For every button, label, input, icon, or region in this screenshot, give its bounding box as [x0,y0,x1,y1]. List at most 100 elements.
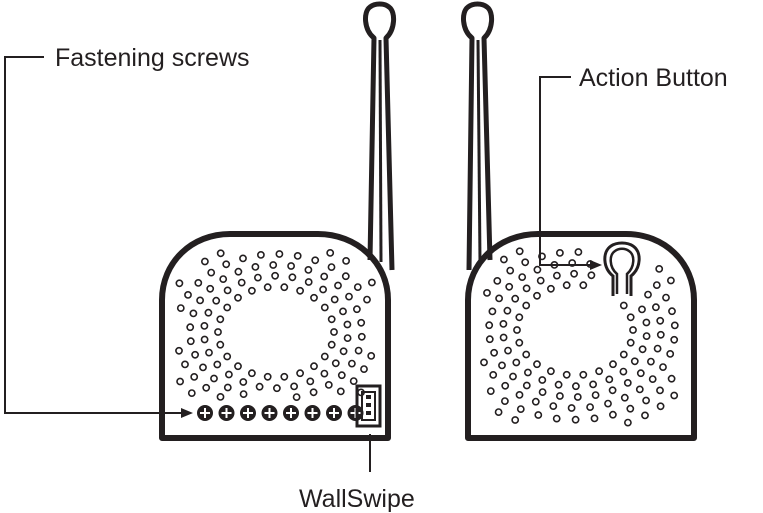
vent-hole [619,367,628,376]
vent-hole [547,367,555,376]
vent-hole [239,378,248,386]
vent-hole [538,376,547,384]
vent-hole [653,344,662,353]
vent-hole [531,397,540,406]
vent-hole [595,367,603,376]
vent-hole [642,332,651,340]
vent-hole [554,380,563,389]
vent-hole [547,284,555,293]
vent-hole [191,350,199,359]
vent-hole [194,278,203,287]
vent-hole [591,391,600,399]
fastening-screws-label: Fastening screws [55,44,250,72]
vent-hole [515,247,524,256]
vent-hole [534,411,543,419]
vent-hole [656,402,665,411]
vent-hole [296,286,304,295]
vent-hole [568,259,577,267]
vent-hole [219,275,228,283]
vent-hole [490,348,498,357]
vent-hole [330,328,338,336]
vent-hole [536,276,545,285]
vent-hole [287,262,295,270]
vent-hole [234,267,243,276]
vent-hole [642,318,651,327]
vent-hole [349,377,358,385]
vent-hole [327,263,336,271]
vent-hole [513,326,521,334]
vent-hole [579,370,588,379]
vent-hole [310,362,318,371]
antenna-inner-line [378,39,383,263]
vent-hole [275,250,284,258]
vent-hole [608,386,617,395]
vent-hole [345,292,353,301]
vent-hole [207,268,216,277]
vent-hole [522,301,531,310]
vent-hole [656,330,665,339]
vent-hole [486,387,495,395]
vent-hole [199,363,207,372]
screw-icon [261,405,278,421]
vent-hole [626,338,635,347]
vent-hole [288,273,297,282]
vent-hole [609,410,617,419]
vent-hole [269,261,278,269]
vent-hole [667,276,675,285]
vent-hole [644,290,652,299]
vent-hole [656,386,664,395]
vent-hole [567,404,576,412]
vent-hole [280,283,289,292]
vent-hole [304,278,313,286]
screw-icon [197,405,213,421]
vent-hole [327,340,336,349]
vent-hole [662,293,670,302]
vent-hole [304,265,313,274]
vent-hole [214,328,222,336]
screw-icon [240,405,256,421]
screw-icon [326,405,342,421]
vent-hole [570,269,578,278]
vent-hole [341,272,350,281]
vent-hole [505,282,514,291]
vent-hole [334,281,342,290]
vent-hole [327,315,336,324]
vent-hole [256,250,265,259]
vent-hole [175,346,183,355]
vent-hole [504,346,512,355]
vent-hole [626,404,635,413]
vent-hole [239,390,248,398]
screw-icon [283,405,299,421]
vent-hole [587,271,596,280]
vent-hole [360,365,368,373]
vent-hole [556,248,564,257]
vent-hole [511,294,520,303]
vent-hole [556,392,564,400]
vent-hole [574,248,583,256]
front-hole-pattern [175,248,376,401]
vent-hole [521,258,530,267]
vent-hole [326,248,335,257]
vent-hole [485,335,494,344]
wallswipe-label: WallSwipe [299,485,415,513]
vent-hole [324,380,333,389]
vent-hole [216,340,225,349]
vent-hole [271,271,279,280]
vent-hole [347,359,356,368]
vent-hole [652,303,660,312]
vent-hole [641,411,649,420]
back-device-body [465,231,697,441]
vent-hole [202,383,211,392]
vent-hole [343,320,352,329]
antenna-inner-line [476,39,482,263]
vent-hole [292,393,301,401]
vent-hole [670,391,679,400]
vent-hole [224,370,233,379]
vent-hole [489,370,498,379]
vent-hole [247,286,256,295]
vent-hole [237,278,246,287]
vent-hole [586,403,594,411]
vent-hole [357,318,366,327]
vent-hole [330,295,339,304]
vent-hole [223,286,232,295]
